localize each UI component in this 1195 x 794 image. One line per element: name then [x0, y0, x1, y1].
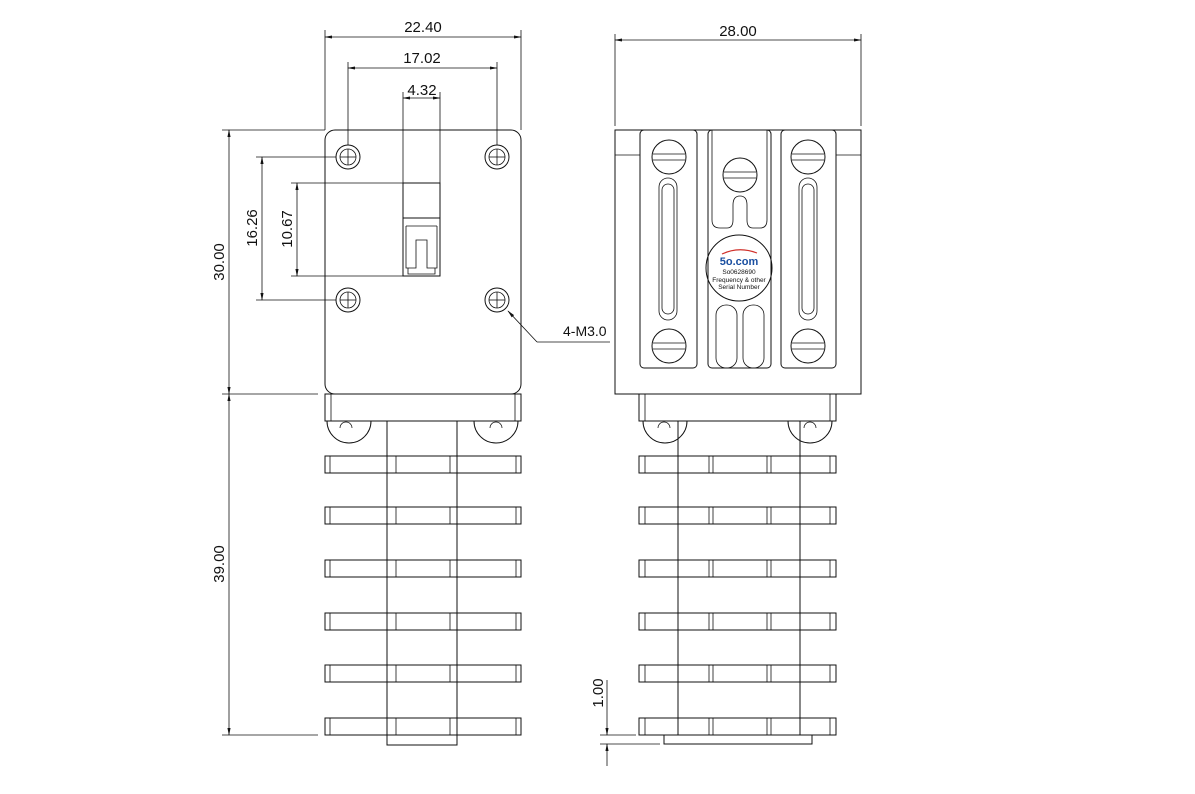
side-fin [638, 455, 837, 474]
screw-icon [790, 139, 826, 175]
dim-hole-spacing-x: 17.02 [403, 50, 441, 67]
front-fin [324, 664, 522, 683]
front-fin [324, 717, 522, 736]
side-view: 5o.com So0628690 Frequency & other Seria… [614, 129, 862, 745]
mount-hole-icon [335, 287, 361, 313]
mount-hole-icon [484, 144, 510, 170]
dim-front-width: 22.40 [404, 19, 442, 36]
front-heatsink-base [324, 393, 522, 422]
label-brand: 5o.com [720, 256, 759, 268]
side-fin [638, 717, 837, 736]
front-fin [324, 612, 522, 631]
screw-head-icon [326, 420, 372, 444]
port-opening [402, 135, 441, 277]
dim-side-width: 28.00 [719, 23, 757, 40]
screw-head-icon [787, 420, 833, 444]
dim-base-gap: 1.00 [590, 678, 607, 707]
label-part-number: So0628690 [722, 269, 756, 276]
side-base-plate [663, 734, 813, 745]
side-fin [638, 664, 837, 683]
front-fin [324, 455, 522, 474]
screw-head-icon [473, 420, 519, 444]
mount-hole-icon [335, 144, 361, 170]
product-label: 5o.com So0628690 Frequency & other Seria… [705, 234, 773, 302]
dim-hole-spacing-y: 16.26 [244, 209, 261, 247]
front-dimensions: 22.40 17.02 4.32 30.00 16.26 10.67 39.00… [211, 19, 610, 736]
callout-hole-thread: 4-M3.0 [563, 323, 607, 339]
heatsink-stem [386, 421, 458, 746]
screw-head-icon [642, 420, 688, 444]
side-fin [638, 612, 837, 631]
side-fin [638, 506, 837, 525]
brand-swoosh-icon [721, 249, 758, 255]
side-heatsink-base [638, 393, 837, 422]
dim-fin-height: 39.00 [211, 545, 228, 583]
mount-hole-icon [484, 287, 510, 313]
front-body-outline [324, 129, 522, 395]
dim-port-width: 4.32 [407, 82, 436, 99]
screw-icon [651, 139, 687, 175]
label-frequency: Frequency & other [712, 277, 766, 284]
dim-port-height: 10.67 [279, 210, 296, 248]
front-fin [324, 506, 522, 525]
dim-body-height: 30.00 [211, 243, 228, 281]
screw-icon [790, 328, 826, 364]
screw-icon [651, 328, 687, 364]
front-view [324, 129, 522, 746]
label-serial: Serial Number [718, 284, 760, 291]
screw-icon [722, 157, 758, 193]
side-dimensions: 28.00 1.00 [590, 23, 862, 766]
side-fin [638, 559, 837, 578]
front-fin [324, 559, 522, 578]
